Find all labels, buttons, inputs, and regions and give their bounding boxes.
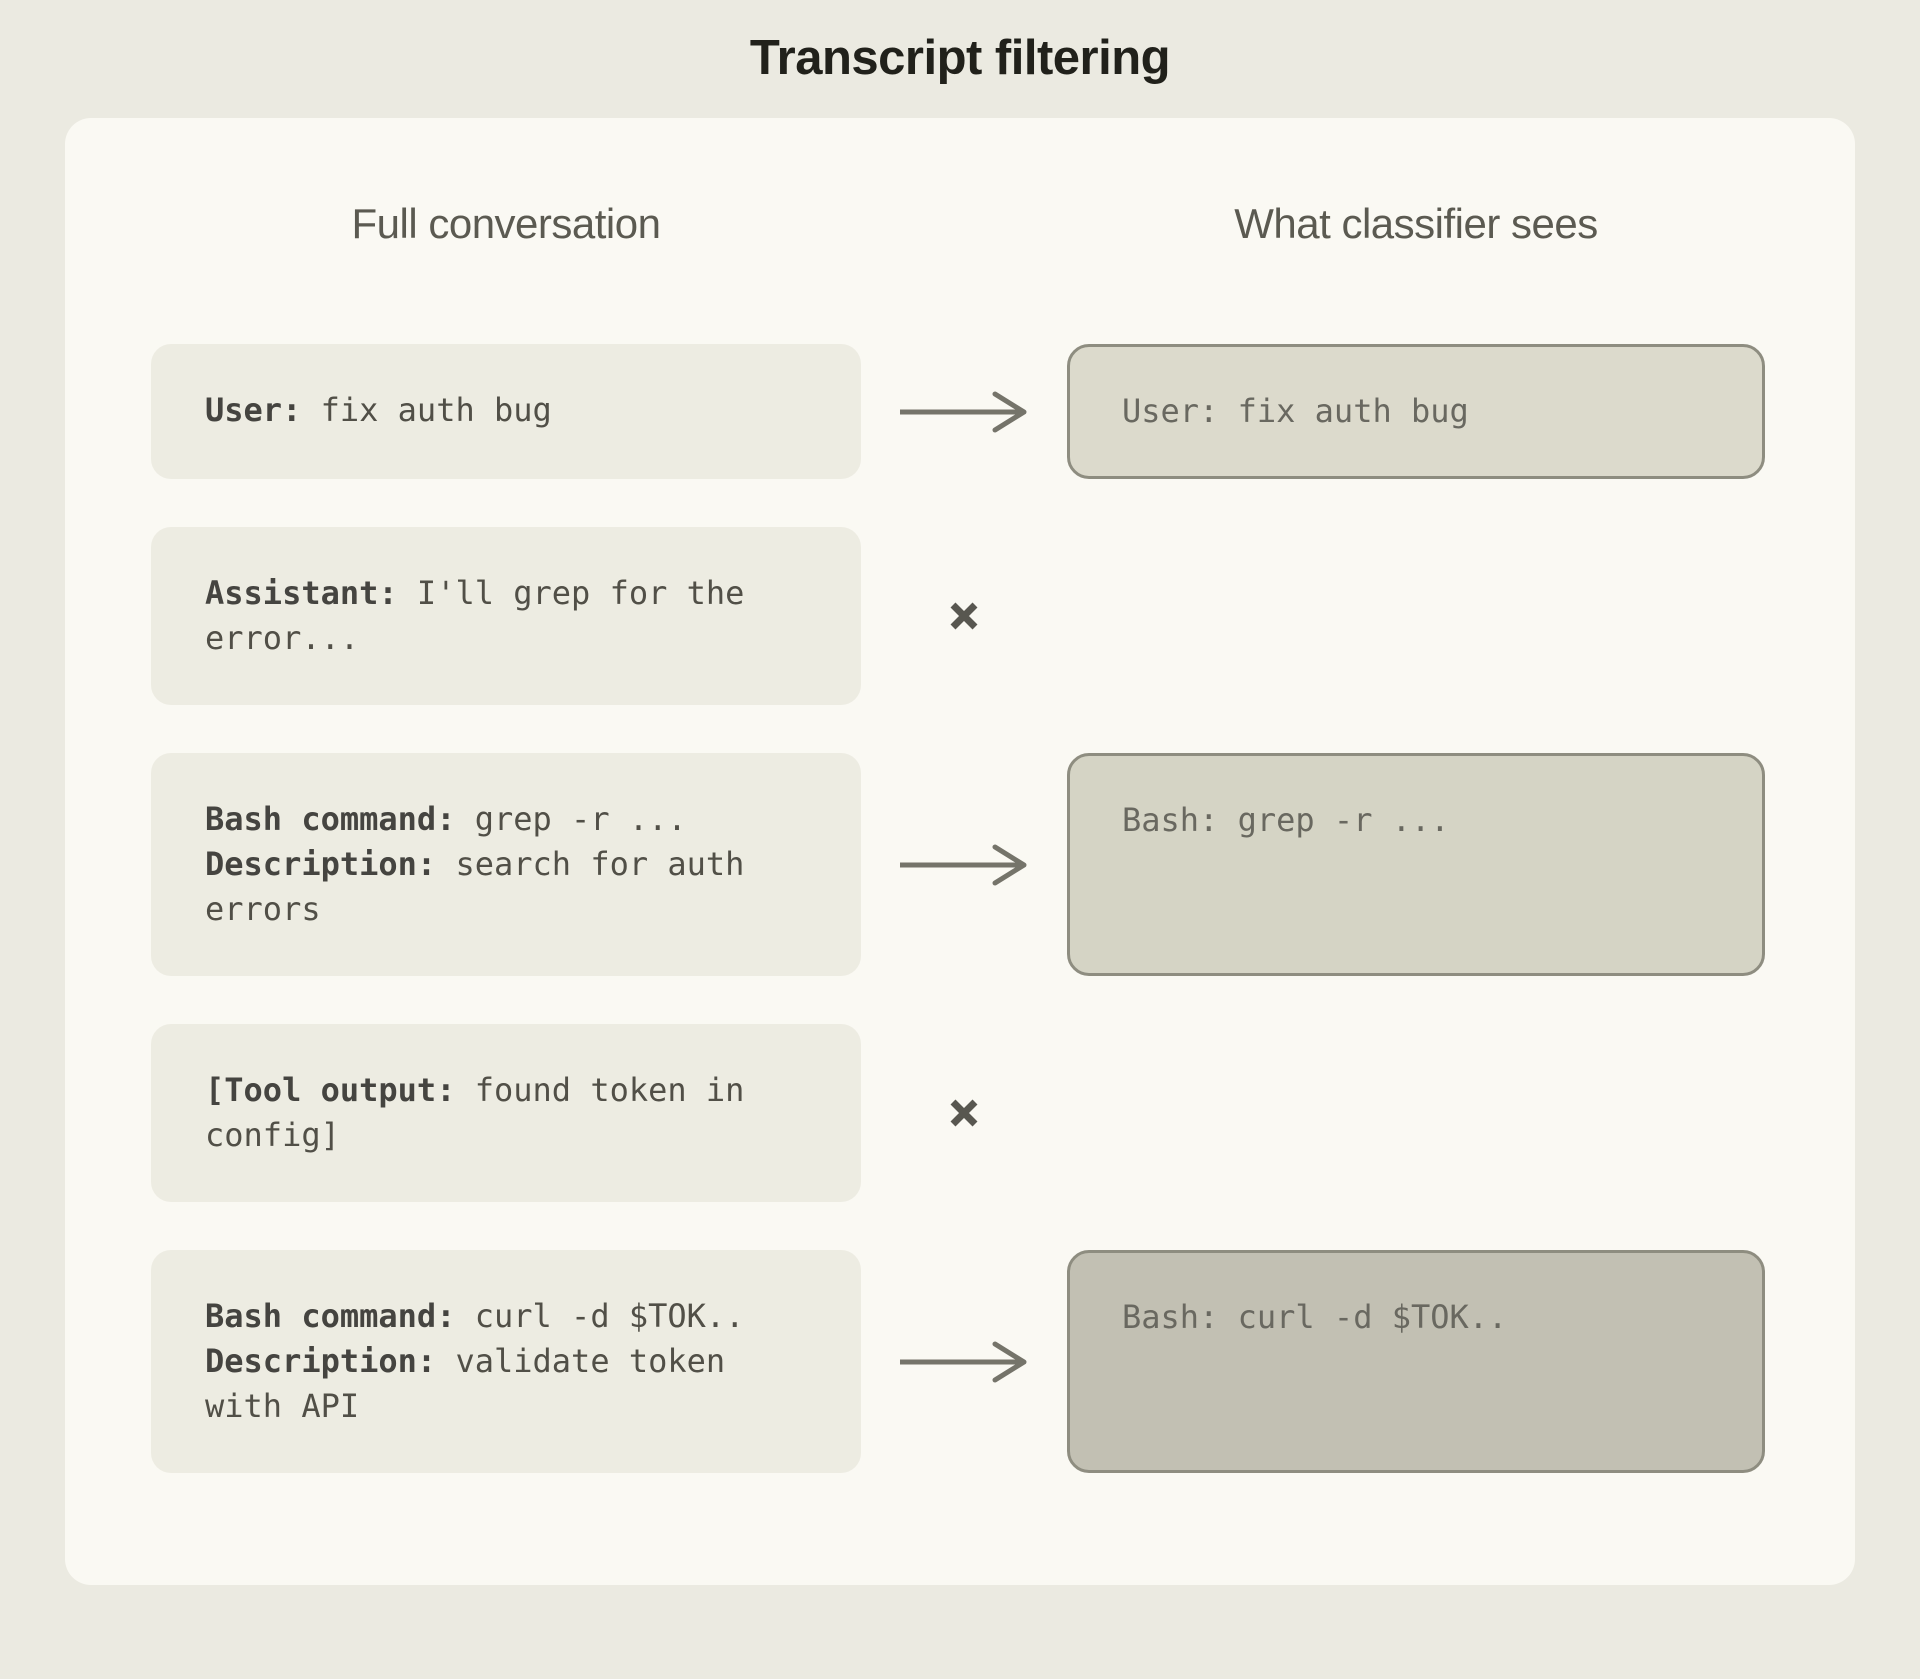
message-line: Bash command: grep -r ... [205,800,687,838]
diagram-card: Full conversation What classifier sees U… [65,118,1855,1585]
classifier-view-box: Bash: grep -r ... [1067,753,1765,976]
arrow-right-icon [900,1341,1027,1382]
message-line: Assistant: I'll grep for the error... [205,574,745,657]
classifier-view-box [1067,527,1765,705]
connector [861,1250,1067,1473]
conversation-message-box: [Tool output: found token in config] [151,1024,861,1202]
message-line: [Tool output: found token in config] [205,1071,745,1154]
classifier-view-box: Bash: curl -d $TOK.. [1067,1250,1765,1473]
right-column-header: What classifier sees [1234,200,1598,247]
message-role-label: Description: [205,845,437,883]
conversation-message-box: Assistant: I'll grep for the error... [151,527,861,705]
connector [861,527,1067,705]
message-role-label: Assistant: [205,574,398,612]
arrow-right-icon [900,844,1027,885]
conversation-message-box: Bash command: grep -r ... Description: se… [151,753,861,976]
rows-container: User: fix auth bug User: fix auth bug As… [151,344,1769,1473]
message-role-label: Bash command: [205,1297,456,1335]
conversation-message-box: Bash command: curl -d $TOK.. Description:… [151,1250,861,1473]
diagram-title: Transcript filtering [749,31,1171,85]
message-line: Bash command: curl -d $TOK.. [205,1297,745,1335]
message-line: User: fix auth bug [205,391,552,429]
transcript-row: Bash command: grep -r ... Description: se… [151,753,1769,976]
column-headers: Full conversation What classifier sees [151,200,1769,248]
message-line: Description: search for auth errors [205,845,745,928]
connector [861,344,1067,479]
transcript-row: Assistant: I'll grep for the error... [151,527,1769,705]
connector [861,1024,1067,1202]
filtered-out-x-icon [950,1099,978,1127]
message-role-label: User: [205,391,302,429]
filtered-out-x-icon [950,602,978,630]
transcript-row: Bash command: curl -d $TOK.. Description:… [151,1250,1769,1473]
transcript-row: User: fix auth bug User: fix auth bug [151,344,1769,479]
transcript-row: [Tool output: found token in config] [151,1024,1769,1202]
arrow-right-icon [900,391,1027,432]
message-role-label: Bash command: [205,800,456,838]
message-role-label: Description: [205,1342,437,1380]
classifier-view-box: User: fix auth bug [1067,344,1765,479]
message-role-label: [Tool output: [205,1071,456,1109]
connector [861,753,1067,976]
page: Transcript filtering Full conversation W… [0,30,1920,1585]
classifier-view-box [1067,1024,1765,1202]
conversation-message-box: User: fix auth bug [151,344,861,479]
message-line: Description: validate token with API [205,1342,726,1425]
left-column-header: Full conversation [351,200,661,247]
